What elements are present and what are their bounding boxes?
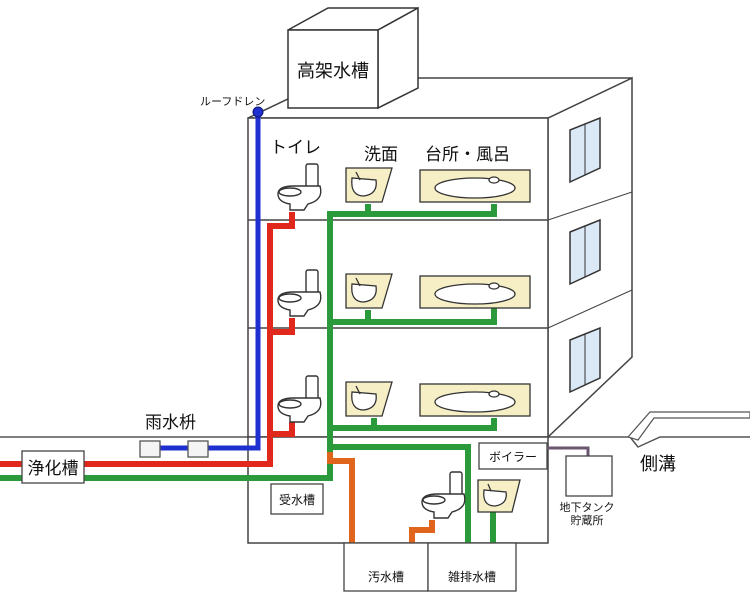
toilet-icon (277, 375, 322, 423)
toilet-icon (421, 471, 466, 519)
sewage-tank-box (343, 542, 429, 592)
washbasin-icon (345, 381, 393, 417)
kitchen-bath-icon (419, 169, 531, 203)
gray-water-pipes (0, 204, 497, 546)
rain-pipes (150, 110, 261, 451)
sewage-pipes (0, 212, 295, 467)
boiler-label: ボイラー (489, 450, 537, 464)
rain-pit-label: 雨水枡 (145, 413, 196, 433)
kitchen-bath-icon (419, 275, 531, 309)
boiler-box (478, 442, 548, 470)
septic-tank-box (21, 450, 85, 484)
septic-tank-label: 浄化槽 (28, 459, 79, 479)
toilet-icon (277, 269, 322, 317)
gray-water-tank-label: 雑排水槽 (448, 569, 496, 584)
gray-water-tank-box (427, 542, 517, 592)
side-window-1 (569, 116, 601, 184)
side-ditch-label: 側溝 (640, 454, 676, 475)
underground-tank-label-line1: 地下タンク (560, 501, 615, 514)
side-window-2 (569, 218, 601, 286)
elevated-tank-label: 高架水槽 (297, 61, 369, 82)
basement-pipes (327, 452, 435, 546)
toilet-icon (277, 163, 322, 211)
washbasin-icon (345, 167, 393, 203)
roof-drain-label: ルーフドレン (200, 95, 265, 108)
washbasin-icon (477, 479, 521, 513)
washbasin-icon (345, 273, 393, 309)
receiving-tank-label: 受水槽 (279, 493, 315, 507)
washbasin-label: 洗面 (364, 145, 398, 165)
rain-pit-icon (139, 440, 209, 458)
kitchen-bath-label: 台所・風呂 (425, 145, 510, 165)
underground-tank-label-line2: 貯蔵所 (571, 514, 604, 527)
underground-tank-box (565, 455, 613, 497)
receiving-tank-box (270, 483, 324, 515)
fuel-line (547, 446, 590, 456)
kitchen-bath-icon (419, 383, 531, 417)
elevated-water-tank (287, 6, 419, 110)
side-window-3 (569, 326, 601, 394)
toilet-label: トイレ (270, 138, 321, 158)
sewage-tank-label: 汚水槽 (368, 570, 404, 584)
roof-drain-icon (252, 106, 264, 118)
